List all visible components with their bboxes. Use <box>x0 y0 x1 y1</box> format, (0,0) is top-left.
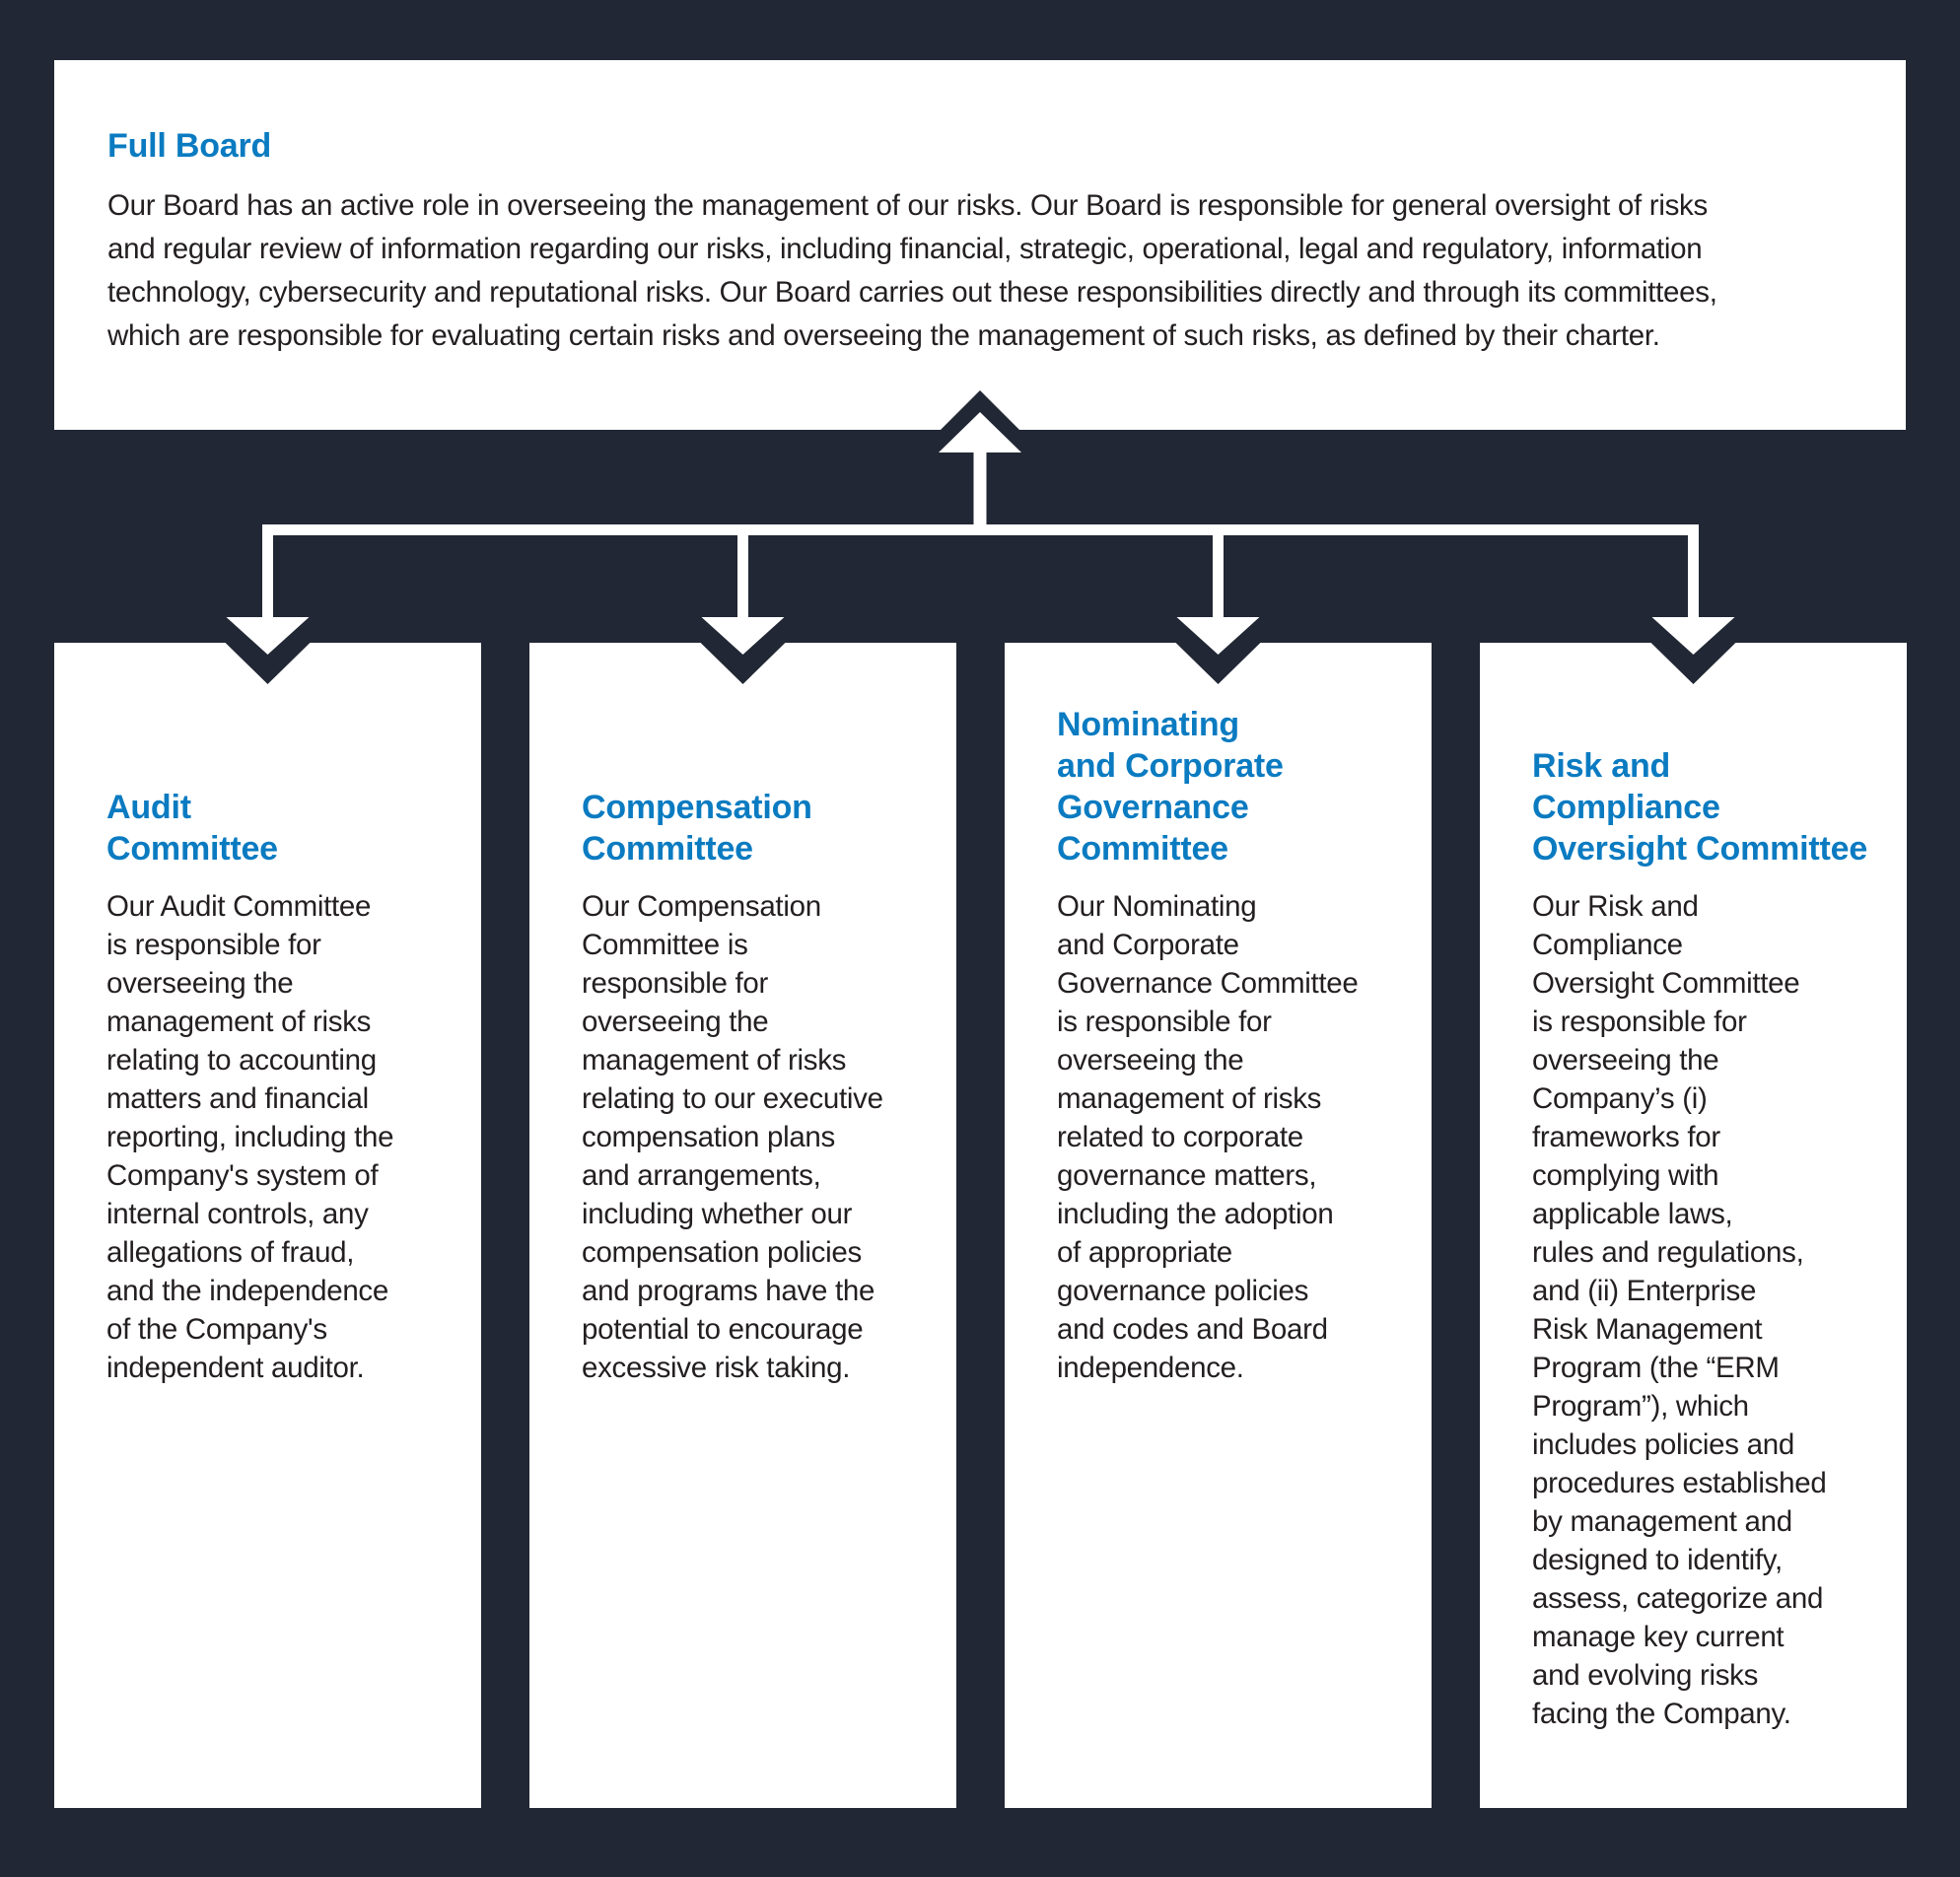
down-arrow-stem-2 <box>737 535 748 618</box>
up-arrow-stem <box>973 451 987 525</box>
full-board-panel: Full Board Our Board has an active role … <box>54 60 1906 430</box>
audit-committee-title: Audit Committee <box>106 789 278 868</box>
risk-compliance-committee-title: Risk and Compliance Oversight Committee <box>1532 747 1868 868</box>
down-arrow-stem-1 <box>262 524 273 618</box>
down-arrow-stem-3 <box>1213 535 1224 618</box>
nominating-governance-heading-slot: Nominating and Corporate Governance Comm… <box>1057 643 1382 869</box>
connector-rail <box>262 524 1699 535</box>
nominating-governance-committee-panel: Nominating and Corporate Governance Comm… <box>1005 643 1432 1808</box>
audit-committee-panel: Audit Committee Our Audit Committee is r… <box>54 643 481 1808</box>
compensation-committee-heading-slot: Compensation Committee <box>582 643 907 869</box>
full-board-title: Full Board <box>107 127 272 165</box>
risk-compliance-heading-slot: Risk and Compliance Oversight Committee <box>1532 643 1868 869</box>
full-board-description: Our Board has an active role in overseei… <box>107 189 1717 352</box>
compensation-committee-panel: Compensation Committee Our Compensation … <box>529 643 956 1808</box>
audit-committee-description: Our Audit Committee is responsible for o… <box>106 890 394 1384</box>
nominating-governance-committee-description: Our Nominating and Corporate Governance … <box>1057 890 1359 1384</box>
audit-committee-heading-slot: Audit Committee <box>106 643 432 869</box>
nominating-governance-committee-title: Nominating and Corporate Governance Comm… <box>1057 706 1284 868</box>
down-arrow-stem-4 <box>1688 524 1699 618</box>
compensation-committee-description: Our Compensation Committee is responsibl… <box>582 890 883 1384</box>
compensation-committee-title: Compensation Committee <box>582 789 812 868</box>
risk-compliance-committee-panel: Risk and Compliance Oversight Committee … <box>1480 643 1907 1808</box>
risk-compliance-committee-description: Our Risk and Compliance Oversight Commit… <box>1532 890 1827 1730</box>
